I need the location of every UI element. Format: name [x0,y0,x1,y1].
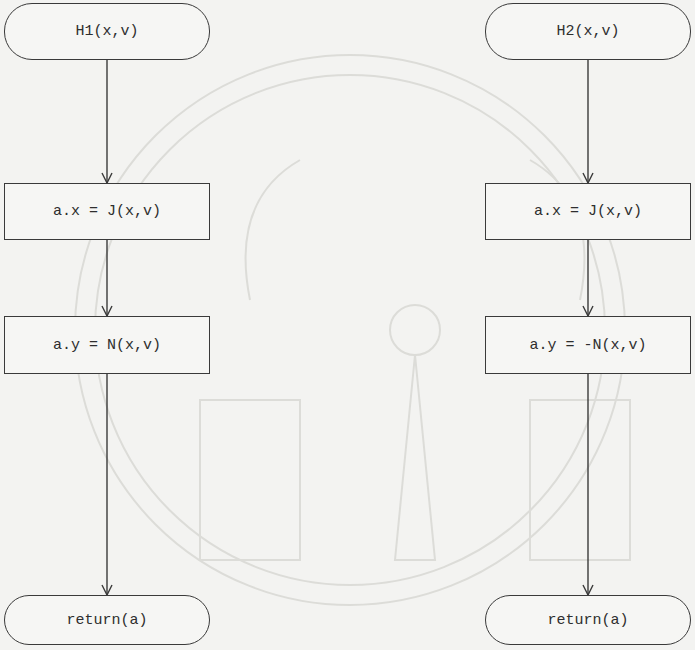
node-label: return(a) [547,612,628,629]
flow-arrow [587,240,588,316]
node-label: H1(x,v) [75,23,138,40]
process-box: a.x = J(x,v) [4,183,210,240]
process-box: a.y = -N(x,v) [485,316,691,374]
flow-arrow [587,374,588,595]
flow-arrow [106,374,107,595]
node-label: a.y = N(x,v) [53,337,161,354]
flow-arrow [106,60,107,183]
process-box: a.x = J(x,v) [485,183,691,240]
process-box: a.y = N(x,v) [4,316,210,374]
end-terminal: return(a) [485,595,691,645]
start-terminal: H2(x,v) [485,3,691,60]
end-terminal: return(a) [4,595,210,645]
flow-arrow [587,60,588,183]
node-label: a.y = -N(x,v) [529,337,646,354]
start-terminal: H1(x,v) [4,3,210,60]
node-label: H2(x,v) [556,23,619,40]
node-label: a.x = J(x,v) [534,203,642,220]
node-label: return(a) [66,612,147,629]
flow-arrow [106,240,107,316]
node-label: a.x = J(x,v) [53,203,161,220]
